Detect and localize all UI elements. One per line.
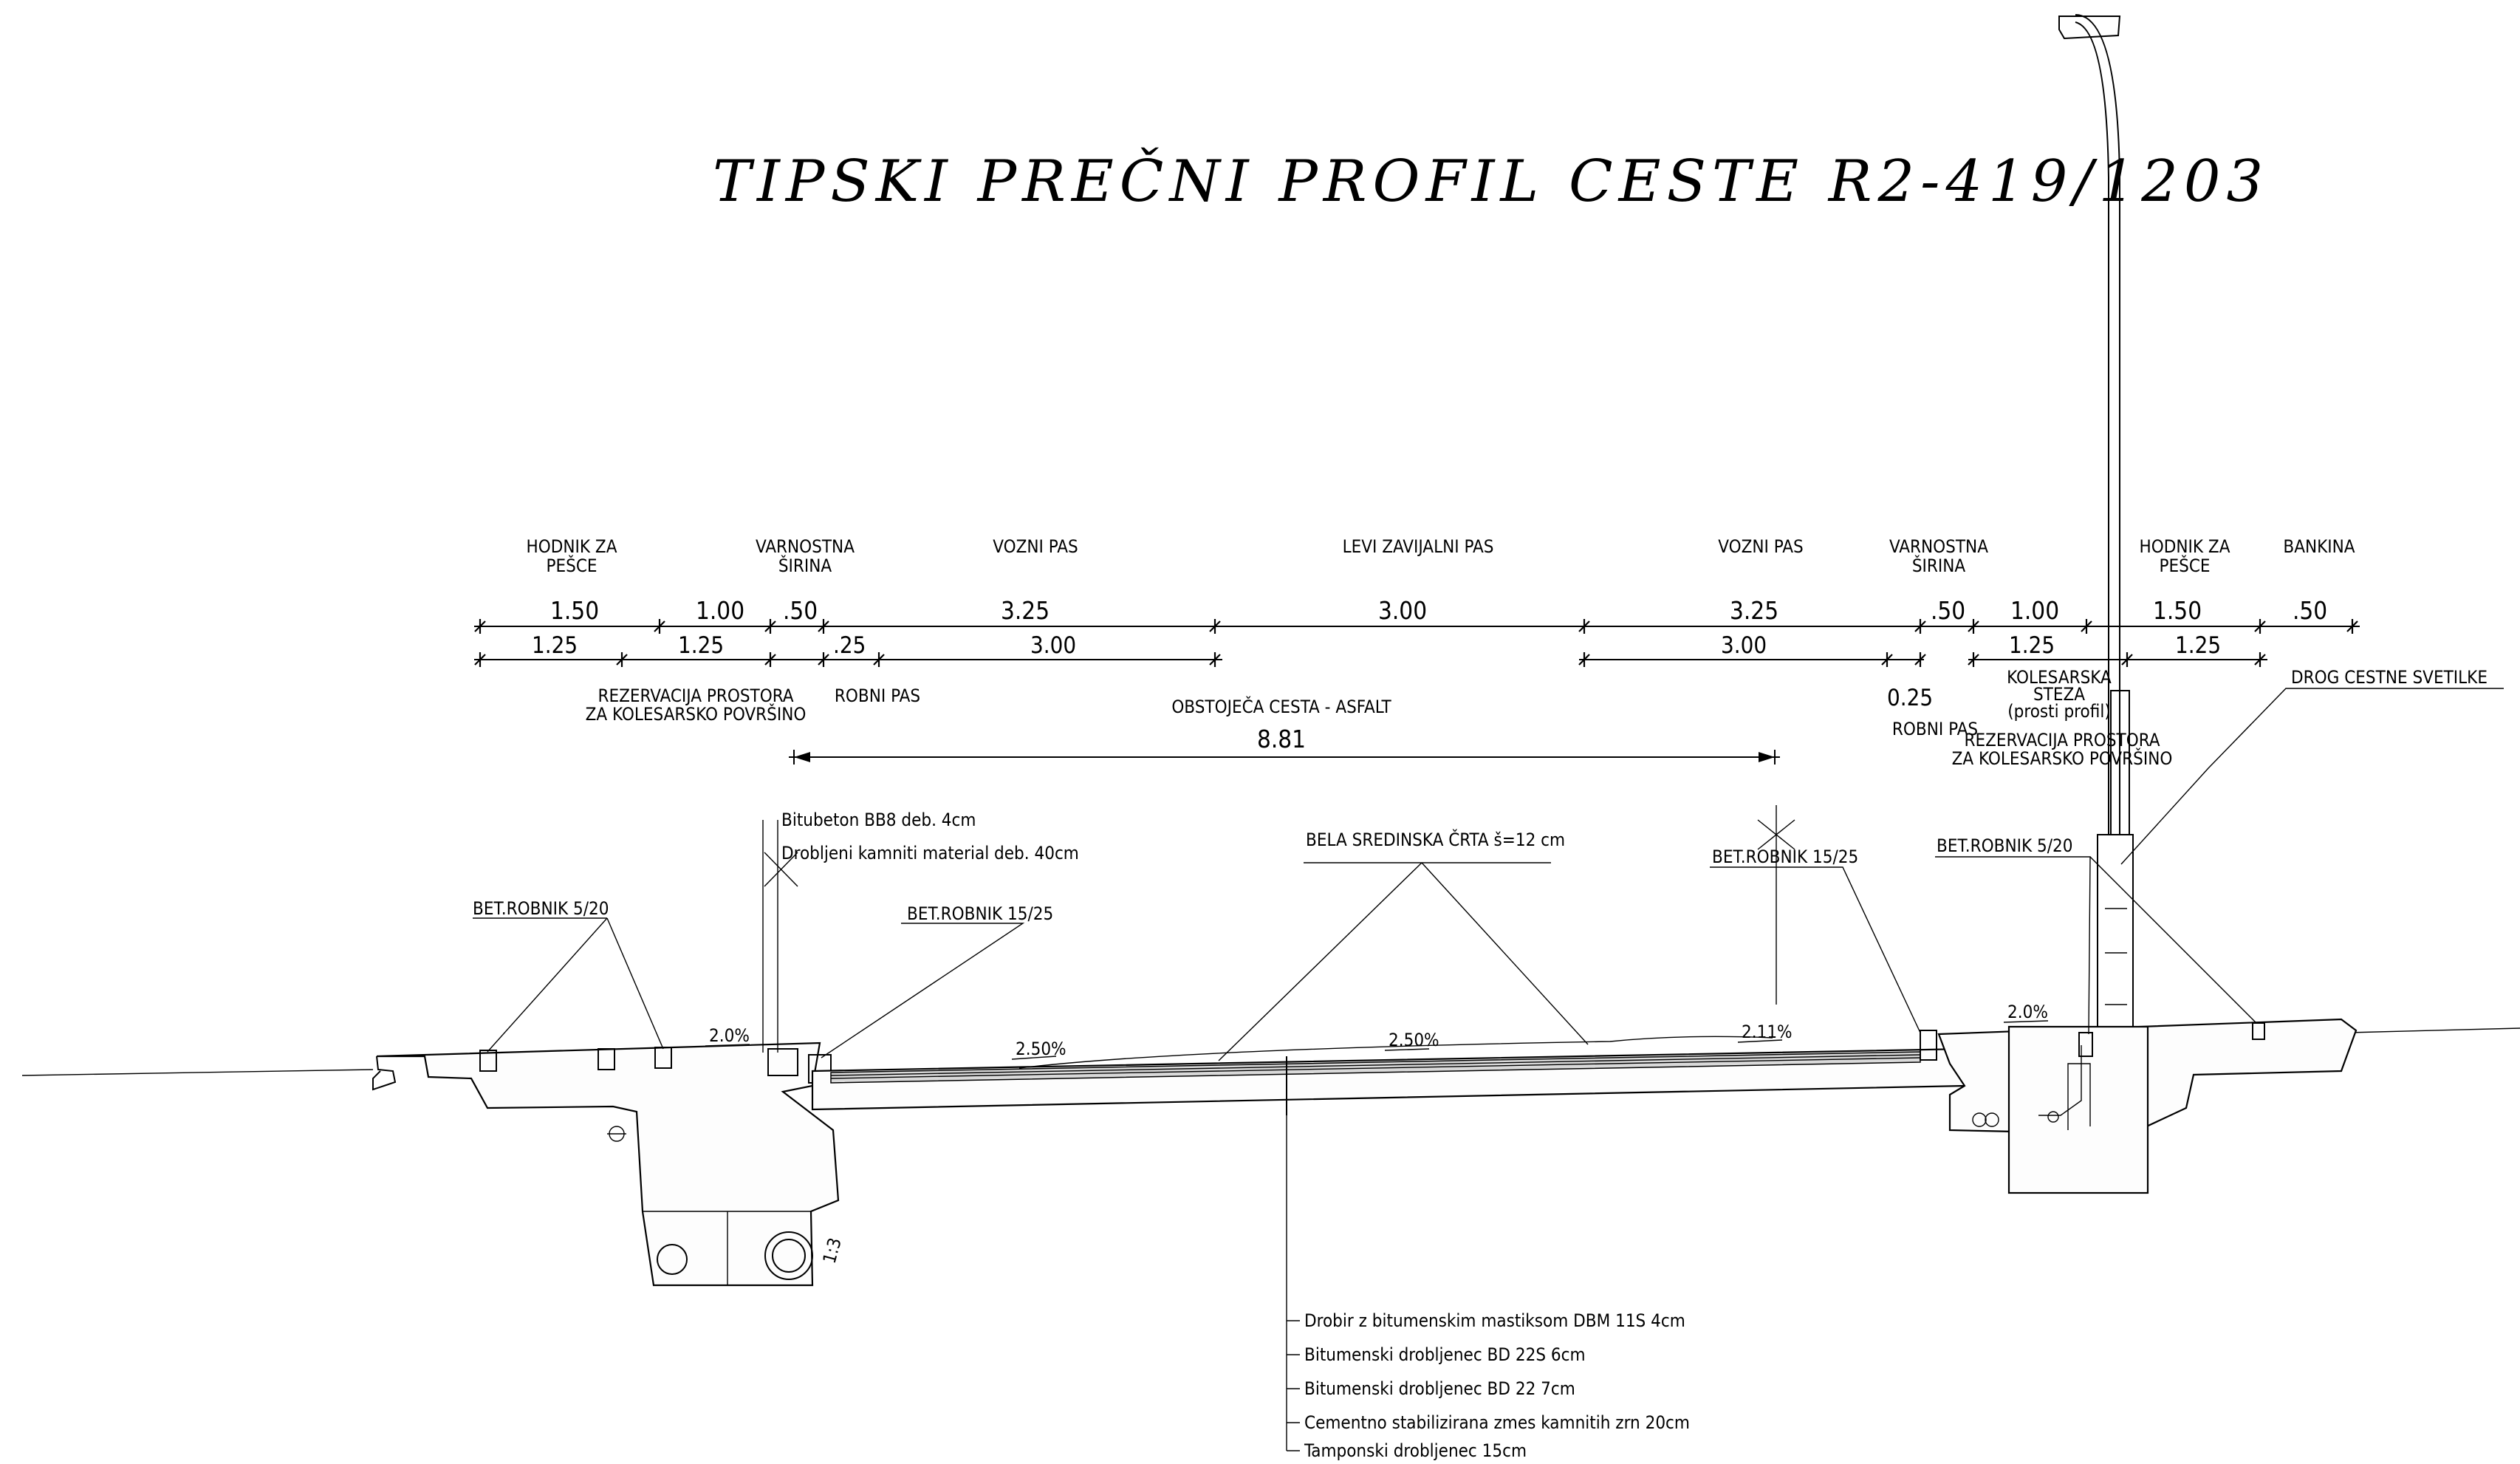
zone-hodnik-left-2: PEŠCE (546, 554, 597, 576)
zone-vozni-left: VOZNI PAS (993, 536, 1078, 557)
label-robnik-5-20-right: BET.ROBNIK 5/20 (1937, 835, 2072, 856)
layer-item: Drobir z bitumenskim mastiksom DBM 11S 4… (1304, 1310, 1685, 1331)
dim-1-00-left: 1.00 (696, 596, 744, 625)
dim2-025-right: 0.25 (1887, 685, 1933, 711)
label-robni-pas-right: ROBNI PAS (1892, 719, 1978, 739)
dim-3-25-left: 3.25 (1001, 596, 1050, 625)
zone-levi-zavijalni: LEVI ZAVIJALNI PAS (1343, 536, 1494, 557)
zone-headers: HODNIK ZA PEŠCE VARNOSTNA ŠIRINA VOZNI P… (527, 536, 2355, 576)
label-robnik-15-25-right: BET.ROBNIK 15/25 (1712, 846, 1858, 867)
zone-hodnik-left-1: HODNIK ZA (527, 536, 617, 557)
dimension-line-second: 1.25 1.25 .25 3.00 3.00 0.25 1.25 1.25 (474, 632, 2267, 711)
grades: 2.0% 2.50% 2.50% 2.11% 2.0% (705, 1002, 2049, 1060)
label-obstojeca-cesta: OBSTOJEČA CESTA - ASFALT (1171, 695, 1391, 717)
zone-varnostna-left-2: ŠIRINA (778, 554, 832, 576)
right-structure (1937, 1018, 2358, 1194)
label-robnik-5-20-left: BET.ROBNIK 5/20 (473, 898, 609, 919)
pavement-layers-list: Drobir z bitumenskim mastiksom DBM 11S 4… (1287, 1310, 1690, 1461)
layer-item: Tamponski drobljenec 15cm (1304, 1440, 1527, 1461)
dim-3-00-mid: 3.00 (1378, 596, 1427, 625)
dim-050-left: .50 (783, 596, 818, 625)
grade-left-walk: 2.0% (709, 1025, 750, 1046)
dim2-1-25-d: 1.25 (2175, 632, 2221, 659)
zone-vozni-right: VOZNI PAS (1718, 536, 1803, 557)
layer-item: Bitumenski drobljenec BD 22 7cm (1304, 1378, 1575, 1399)
grade-right-walk: 2.0% (2007, 1002, 2048, 1022)
zone-hodnik-right-1: HODNIK ZA (2140, 536, 2230, 557)
label-rezervacija-right-1: REZERVACIJA PROSTORA (1964, 730, 2160, 750)
label-kolesarska-2: STEZA (2033, 684, 2085, 705)
label-rezervacija-right-2: ZA KOLESARSKO POVRŠINO (1952, 747, 2173, 769)
label-bitubeton: Bitubeton BB8 deb. 4cm (781, 810, 976, 830)
leader-lines (473, 805, 2257, 1451)
zone-varnostna-right-2: ŠIRINA (1912, 554, 1966, 576)
total-width-dimension (789, 750, 1780, 765)
zone-varnostna-left-1: VARNOSTNA (756, 536, 855, 557)
label-rezervacija-left-2: ZA KOLESARSKO POVRŠINO (586, 702, 807, 725)
layer-item: Bitumenski drobljenec BD 22S 6cm (1304, 1344, 1586, 1365)
zone-varnostna-right-1: VARNOSTNA (1889, 536, 1988, 557)
left-structure: 1:3 (372, 1041, 846, 1287)
dim-050-right: .50 (1931, 596, 1965, 625)
grade-lane-right: 2.11% (1742, 1022, 1793, 1042)
zone-bankina: BANKINA (2283, 536, 2355, 557)
label-robnik-15-25-left: BET.ROBNIK 15/25 (907, 903, 1053, 924)
dim-1-00-right: 1.00 (2010, 596, 2059, 625)
dim-1-50-right: 1.50 (2153, 596, 2202, 625)
grade-lane-mid: 2.50% (1389, 1030, 1439, 1050)
labels-under-dims: REZERVACIJA PROSTORA ZA KOLESARSKO POVRŠ… (586, 667, 2173, 769)
label-total-width: 8.81 (1257, 725, 1306, 753)
dim-3-25-right: 3.25 (1730, 596, 1778, 625)
grade-lane-left: 2.50% (1016, 1039, 1066, 1059)
dimension-line-top: 1.50 1.00 .50 3.25 3.00 3.25 .50 1.00 1.… (474, 596, 2360, 634)
label-bela-crta: BELA SREDINSKA ČRTA š=12 cm (1306, 828, 1565, 850)
dim2-1-25-c: 1.25 (2009, 632, 2055, 659)
dim2-3-00-right: 3.00 (1721, 632, 1767, 659)
dim-1-50-left: 1.50 (550, 596, 599, 625)
drawing-title: TIPSKI PREČNI PROFIL CESTE R2-419/1203 (713, 146, 2269, 215)
layer-item: Cementno stabilizirana zmes kamnitih zrn… (1304, 1412, 1690, 1433)
dim2-025-left: .25 (833, 632, 866, 659)
label-drobljeni: Drobljeni kamniti material deb. 40cm (781, 843, 1079, 863)
dim2-1-25-a: 1.25 (532, 632, 578, 659)
label-drog-svetilke: DROG CESTNE SVETILKE (2291, 667, 2488, 688)
dim-050-bankina: .50 (2293, 596, 2327, 625)
label-rezervacija-left-1: REZERVACIJA PROSTORA (598, 685, 793, 706)
dim2-3-00-left: 3.00 (1030, 632, 1076, 659)
dim2-1-25-b: 1.25 (678, 632, 724, 659)
zone-hodnik-right-2: PEŠCE (2159, 554, 2210, 576)
ground-line (21, 1027, 2520, 1076)
label-kolesarska-3: (prosti profil) (2007, 701, 2111, 722)
label-slope-ratio: 1:3 (819, 1236, 846, 1266)
label-kolesarska-1: KOLESARSKA (2007, 667, 2112, 688)
label-robni-pas-left: ROBNI PAS (835, 685, 920, 706)
